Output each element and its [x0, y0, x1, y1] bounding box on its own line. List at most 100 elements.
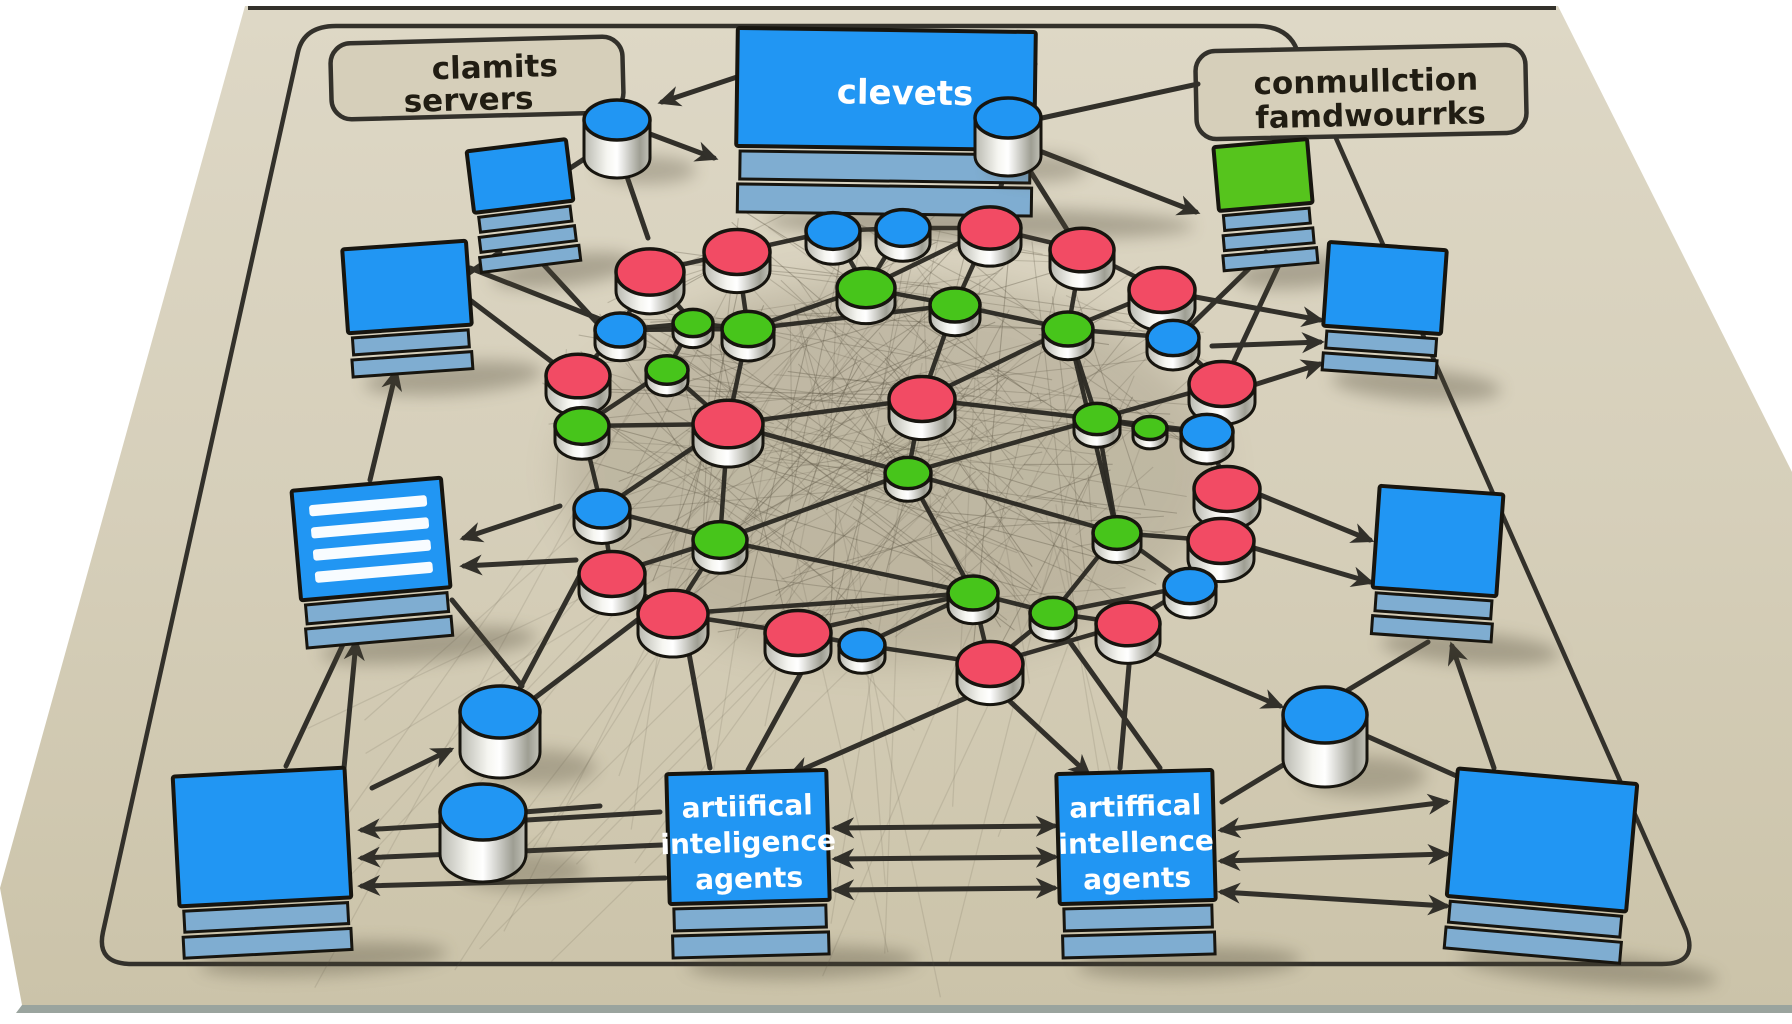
- cylinder-top: [553, 405, 611, 447]
- cylinder-top: [1048, 226, 1116, 274]
- network-node-red: [1094, 600, 1162, 665]
- connector-arrow: [459, 503, 563, 543]
- box-layer: [1221, 226, 1316, 253]
- connector-arrow: [745, 661, 809, 773]
- connector-arrow: [369, 747, 455, 791]
- network-node-green: [1028, 595, 1078, 643]
- connector-arrow: [831, 877, 1059, 901]
- box-layer: [1320, 351, 1439, 380]
- cylinder-top: [1094, 600, 1162, 648]
- connector-arrow: [685, 645, 713, 771]
- cylinder-top: [1162, 566, 1218, 606]
- network-node-red: [1048, 226, 1116, 291]
- server-box-left: [340, 238, 543, 396]
- cylinder-top: [544, 352, 612, 400]
- cylinder-top: [973, 96, 1043, 140]
- stripe: [314, 561, 433, 583]
- box-face: [289, 475, 453, 603]
- network-node-green: [691, 519, 749, 575]
- cylinder-top: [1091, 514, 1143, 552]
- label-communication-frameworks-line1: conmullction: [1253, 62, 1478, 103]
- document-box-left: [289, 475, 537, 664]
- cylinder-top: [1127, 265, 1197, 315]
- box-layer: [1062, 903, 1214, 933]
- label-box-clients-servers: [328, 34, 626, 122]
- network-node-blue: [1145, 318, 1201, 372]
- cylinder-top: [458, 684, 542, 740]
- network-node-red: [763, 608, 833, 676]
- network-node-red: [544, 352, 612, 417]
- box-layer: [1221, 206, 1312, 233]
- box-face: [340, 238, 474, 336]
- box-layer: [477, 243, 583, 275]
- cylinder-top: [644, 353, 690, 387]
- cylinder-top: [691, 398, 765, 450]
- box-face: [734, 25, 1038, 153]
- network-node-red: [577, 549, 647, 617]
- cylinder-top: [702, 227, 772, 277]
- label-ai-left-line1: artiifical: [681, 788, 813, 824]
- connector-arrow: [787, 691, 978, 777]
- network-node-red: [691, 398, 765, 469]
- network-node-red: [955, 639, 1025, 707]
- server-box-right-upper: [1320, 240, 1501, 402]
- box-layer: [1442, 925, 1624, 965]
- nodes-layer: [544, 205, 1262, 707]
- db-cylinder-lower-left: [438, 782, 587, 891]
- server-box-right-lower: [1369, 483, 1560, 666]
- cylinder-top: [763, 608, 833, 658]
- arrows-layer: [283, 61, 1497, 916]
- box-layer: [1221, 245, 1320, 273]
- connector-arrow: [1039, 81, 1201, 121]
- connector-arrow: [517, 557, 591, 691]
- server-box-bottom-right: [1442, 766, 1718, 989]
- label-ai-left-line2: inteligence: [660, 824, 836, 862]
- box-face: [1054, 768, 1218, 906]
- network-node-green: [835, 266, 897, 326]
- connector-arrow: [1209, 332, 1325, 354]
- cylinder-top: [720, 309, 776, 349]
- stripe: [311, 517, 430, 539]
- cylinder-top: [1192, 464, 1262, 514]
- label-clients-servers-line2: servers: [403, 81, 534, 120]
- box-face: [1321, 240, 1449, 336]
- network-node-green: [1091, 514, 1143, 564]
- cylinder-top: [928, 286, 982, 324]
- network-edge: [670, 590, 976, 617]
- server-box-bottom-left: [170, 765, 448, 977]
- label-boxes-layer: [328, 34, 1529, 142]
- server-box-top-left: [464, 137, 636, 289]
- network-node-blue: [804, 210, 862, 266]
- network-node-red: [702, 227, 772, 295]
- cylinder-top: [671, 307, 715, 339]
- cylinder-top: [1187, 359, 1257, 409]
- label-box-communication-frameworks: [1193, 42, 1529, 142]
- connector-arrow: [1447, 641, 1497, 771]
- cylinder-top: [1186, 516, 1256, 566]
- cylinder-top: [1041, 310, 1095, 348]
- network-node-green: [1131, 414, 1169, 451]
- connector-arrow: [1359, 731, 1473, 785]
- connector-arrow: [831, 815, 1059, 839]
- network-node-red: [887, 374, 957, 442]
- cylinder-top: [691, 519, 749, 561]
- connector-arrow: [1187, 293, 1325, 328]
- connector-arrow: [521, 803, 603, 815]
- network-edge: [717, 470, 911, 543]
- label-ai-right-line1: artiffical: [1069, 788, 1202, 824]
- diagram-text-layer: clamits servers conmullction famdwourrks…: [403, 48, 1486, 897]
- cylinders-layer: [438, 96, 1426, 891]
- network-node-blue: [874, 207, 932, 263]
- label-ai-left-line3: agents: [695, 861, 804, 897]
- cylinder-top: [887, 374, 957, 424]
- cylinder-top: [1131, 414, 1169, 442]
- network-node-blue: [1179, 412, 1235, 466]
- connector-arrow: [459, 554, 579, 576]
- box-layer: [1061, 930, 1217, 960]
- connector-arrow: [999, 691, 1092, 778]
- box-face: [1211, 137, 1315, 213]
- box-face: [1444, 766, 1640, 914]
- box-layer: [671, 930, 831, 960]
- db-cylinder-mid-right: [1281, 685, 1426, 796]
